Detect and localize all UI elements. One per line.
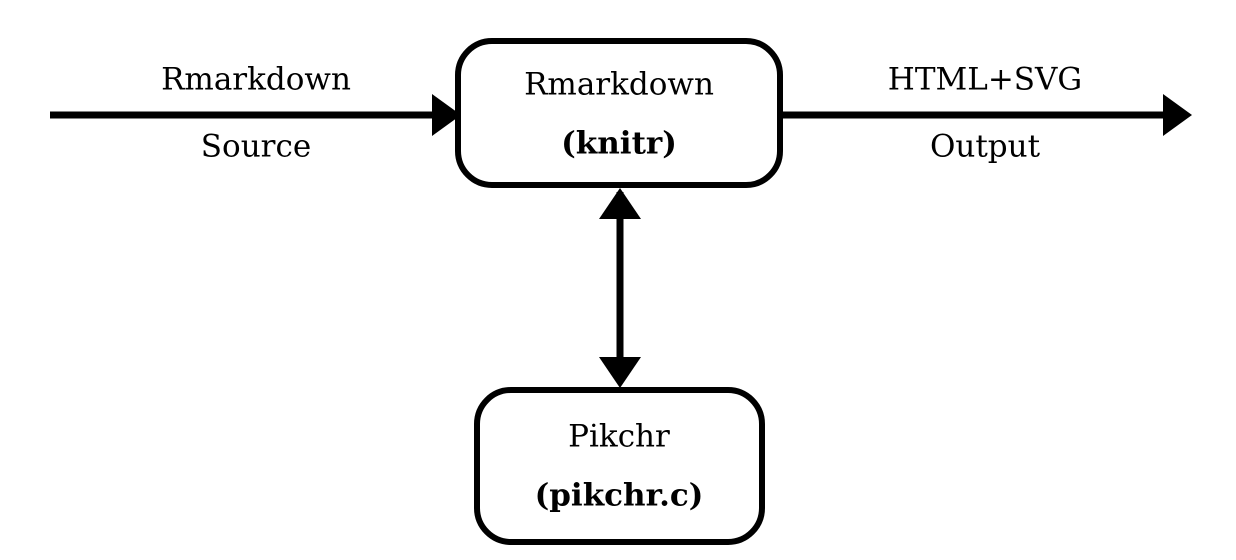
knitr-box-shape[interactable] [455,38,783,188]
knitr-pikchr-arrow-head-up-icon [599,188,641,219]
knitr-pikchr-arrow-head-down-icon [599,357,641,388]
pikchr-box[interactable]: Pikchr (pikchr.c) [474,387,765,545]
pikchr-box-shape[interactable] [474,387,765,545]
input-arrow-head-icon [432,94,461,136]
output-arrow [779,94,1192,136]
knitr-box[interactable]: Rmarkdown (knitr) [455,38,783,188]
output-arrow-head-icon [1163,94,1192,136]
output-arrow-label-above: HTML+SVG [888,62,1082,98]
knitr-box-label-top: Rmarkdown [524,67,714,103]
pikchr-box-label-top: Pikchr [568,419,670,455]
input-arrow-label-below: Source [201,129,311,165]
knitr-pikchr-arrow [599,188,641,388]
knitr-box-label-bottom: (knitr) [561,126,677,162]
pikchr-box-label-bottom: (pikchr.c) [535,478,704,514]
input-arrow [50,94,461,136]
input-arrow-label-above: Rmarkdown [161,62,351,98]
output-arrow-label-below: Output [930,129,1041,165]
